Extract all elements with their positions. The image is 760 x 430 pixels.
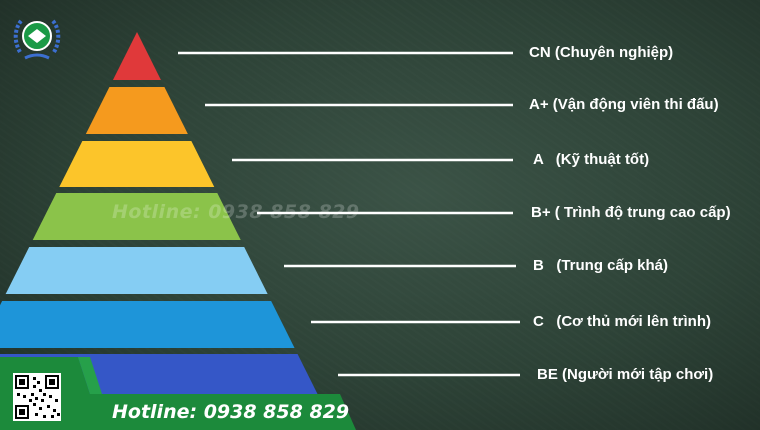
footer-band-stripe (78, 357, 102, 394)
level-label-2: A+ (Vận động viên thi đấu) (529, 96, 719, 113)
level-label-6: C (Cơ thủ mới lên trình) (533, 313, 711, 330)
pyramid-level-3 (59, 141, 215, 187)
qr-code (13, 373, 61, 421)
pyramid-level-5 (5, 247, 268, 294)
level-label-4: B+ ( Trình độ trung cao cấp) (531, 204, 731, 221)
hotline-watermark: Hotline: 0938 858 829 (112, 201, 360, 223)
footer-band (0, 357, 356, 430)
pyramid-level-6 (0, 301, 295, 348)
pyramid-level-4 (32, 193, 241, 240)
billiard-club-laurel-logo (12, 12, 62, 62)
pyramid-level-2 (85, 87, 188, 134)
pyramid-level-1 (112, 32, 161, 80)
level-label-5: B (Trung cấp khá) (533, 257, 669, 274)
level-label-1: CN (Chuyên nghiệp) (529, 44, 674, 61)
level-label-7: BE (Người mới tập chơi) (537, 366, 714, 383)
footer-hotline: Hotline: 0938 858 829 (112, 401, 350, 423)
level-label-3: A (Kỹ thuật tốt) (533, 151, 650, 168)
